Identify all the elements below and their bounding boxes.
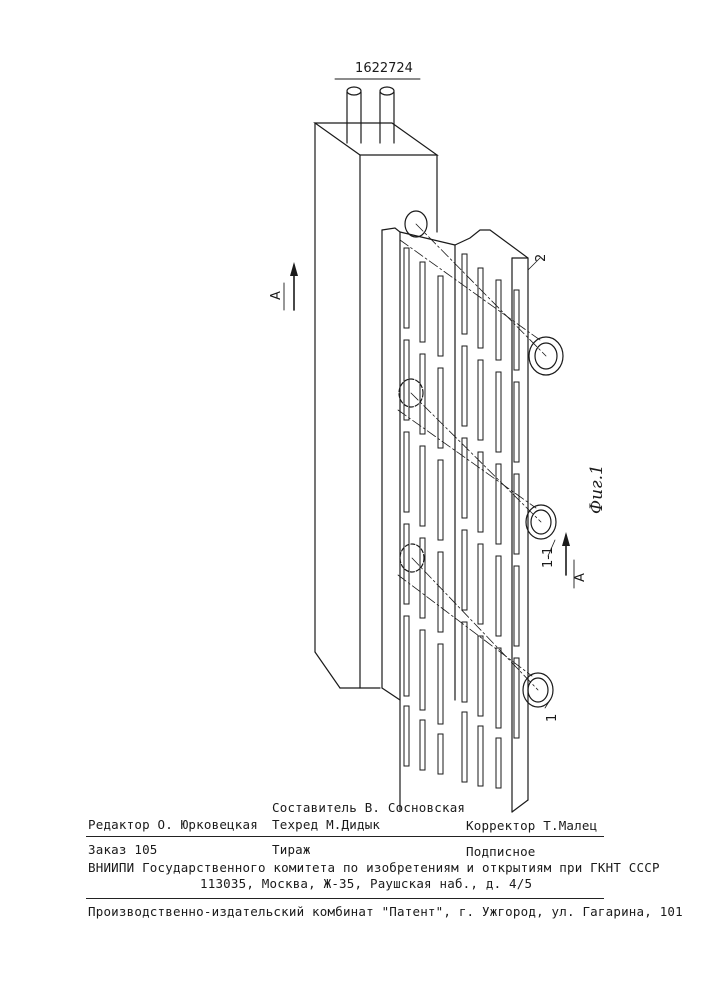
compiler-line: Составитель В. Сосновская <box>272 800 465 815</box>
imprint-rule-bottom <box>86 898 604 899</box>
section-mark-bottom: А <box>573 573 588 582</box>
slots-column-3 <box>438 276 443 774</box>
slots-column-6 <box>496 280 501 788</box>
patent-number: 1622724 <box>355 61 413 76</box>
subscription-line: Подписное <box>466 844 536 859</box>
collector-body <box>315 123 437 688</box>
address-line: 113035, Москва, Ж-35, Раушская наб., д. … <box>200 876 532 891</box>
conduits <box>399 211 563 707</box>
institute-line: ВНИИПИ Государственного комитета по изоб… <box>88 860 660 875</box>
callout-section-1-1: 1-1 <box>541 547 556 568</box>
section-mark-top: А <box>269 291 284 300</box>
order-line: Заказ 105 <box>88 842 158 857</box>
slots-column-1 <box>404 248 409 766</box>
slots-column-2 <box>420 262 425 770</box>
technical-drawing: 1622724 <box>0 0 707 820</box>
section-arrow-top <box>284 262 298 310</box>
slots-column-5 <box>478 268 483 786</box>
techred-line: Техред М.Дидык <box>272 817 380 832</box>
callout-2: 2 <box>534 254 549 262</box>
inlet-pipes <box>347 87 394 143</box>
imprint-rule-top <box>86 836 604 837</box>
corrector-line: Корректор Т.Малец <box>466 818 597 833</box>
editor-line: Редактор О. Юрковецкая <box>88 817 258 832</box>
circulation-line: Тираж <box>272 842 311 857</box>
callout-1: 1 <box>545 714 560 722</box>
slots-column-4 <box>462 254 467 782</box>
slots-column-7 <box>514 290 519 738</box>
plate-panel-back <box>455 230 528 812</box>
figure-label: Фиг.1 <box>587 464 607 514</box>
printer-line: Производственно-издательский комбинат "П… <box>88 904 683 919</box>
plate-panel-front <box>382 228 455 810</box>
